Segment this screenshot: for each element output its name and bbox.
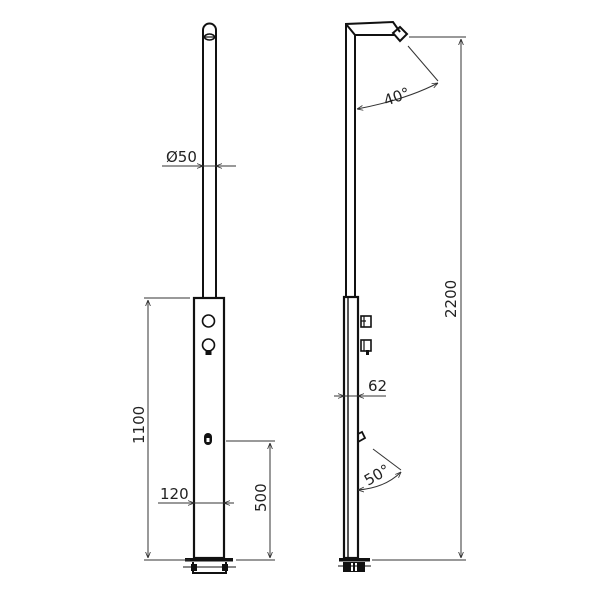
dim-head-angle: 40° bbox=[357, 45, 438, 110]
dim-label-diameter: Ø50 bbox=[166, 148, 197, 166]
dim-body-depth: 62 bbox=[334, 377, 387, 396]
upper-tube bbox=[202, 22, 217, 298]
dim-body-height: 1100 bbox=[130, 297, 190, 561]
base-flange bbox=[183, 558, 236, 574]
nozzle-icon bbox=[391, 25, 409, 43]
dim-body-width: 120 bbox=[158, 485, 234, 503]
dim-foot-angle: 50° bbox=[358, 448, 401, 490]
dim-label-body-depth: 62 bbox=[368, 377, 387, 395]
side-view: 40° 62 50° 2200 bbox=[334, 20, 466, 572]
lower-body-side bbox=[342, 295, 360, 560]
lower-body bbox=[192, 296, 226, 560]
dim-label-foot-angle: 50° bbox=[361, 461, 393, 490]
base-flange-side bbox=[338, 558, 371, 572]
dim-label-body-height: 1100 bbox=[130, 406, 148, 444]
dim-control-height: 500 bbox=[226, 440, 275, 561]
front-view: Ø50 1100 120 500 bbox=[130, 22, 275, 574]
foot-valve-icon bbox=[204, 433, 212, 445]
valve-1-icon bbox=[360, 315, 372, 328]
foot-nozzle-icon bbox=[357, 430, 367, 443]
dim-tube-diameter: Ø50 bbox=[162, 148, 236, 166]
shower-head-icon bbox=[203, 33, 216, 41]
dim-total-height: 2200 bbox=[372, 36, 466, 561]
push-button-icon bbox=[201, 314, 216, 328]
upper-tube-side bbox=[345, 20, 401, 297]
valve-2-icon bbox=[360, 339, 372, 355]
mixer-valve-icon bbox=[201, 338, 216, 355]
dim-label-control-height: 500 bbox=[252, 483, 270, 512]
dim-label-body-width: 120 bbox=[160, 485, 189, 503]
dim-label-total-height: 2200 bbox=[442, 280, 460, 318]
dim-label-head-angle: 40° bbox=[381, 84, 412, 110]
